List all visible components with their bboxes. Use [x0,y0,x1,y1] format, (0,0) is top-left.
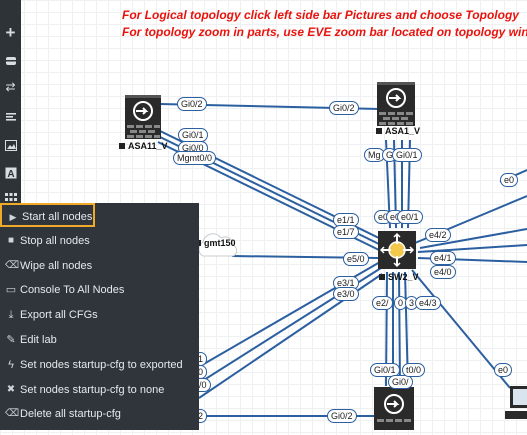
menu-item-label: Delete all startup-cfg [20,408,121,420]
menu-item-label: Wipe all nodes [20,260,93,272]
eraser-icon: ⌫ [5,260,20,271]
firewall-icon [377,82,415,126]
menu-item-label: Console To All Nodes [20,284,125,296]
port-label: e0 [494,363,513,377]
hint-line-2: For topology zoom in parts, use EVE zoom… [122,25,527,39]
node-label: ASA1_V [376,126,420,136]
edit-lab-item[interactable]: ✎ Edit lab [0,328,199,352]
port-label: Gi0/1 [392,148,422,162]
port-label: Gi0/2 [177,97,207,111]
svg-text:A: A [7,169,14,179]
delete-startup-cfg-item[interactable]: ⌫ Delete all startup-cfg [0,402,199,426]
port-label: Gi0/1 [178,128,208,142]
lab-actions-menu: ▶ Start all nodes ■ Stop all nodes ⌫ Wip… [0,203,199,430]
port-label: e1/7 [333,225,359,239]
port-label: Mgmt0/0 [173,151,217,165]
port-label: e2/ [372,296,393,310]
port-label: e0/1 [397,210,423,224]
plus-icon[interactable]: + [5,23,16,42]
start-all-nodes-item[interactable]: ▶ Start all nodes [0,203,95,227]
export-icon: ⤓ [8,309,14,321]
menu-item-label: Export all CFGs [20,309,98,321]
firewall-icon [374,387,414,431]
node-label: ASA11_V [119,141,168,151]
menu-item-label: Edit lab [20,334,57,346]
port-label: e0 [500,173,519,187]
menu-item-label: Set nodes startup-cfg to none [20,384,165,396]
exchange-icon[interactable]: ⇄ [5,80,16,94]
port-label: Gi0/ [388,375,413,389]
firewall-icon [125,95,161,139]
port-label: e3/0 [333,287,359,301]
node-label: gmt150 [195,238,236,248]
hint-line-1: For Logical topology click left side bar… [122,8,519,22]
node-asa1[interactable]: ASA1_V [375,80,423,140]
startup-cfg-none-item[interactable]: ✖ Set nodes startup-cfg to none [0,378,199,402]
topology-hint-banner: For Logical topology click left side bar… [122,7,527,41]
stop-all-nodes-item[interactable]: ■ Stop all nodes [0,229,199,253]
node-label: SW2_V [379,272,419,282]
console-icon: ▭ [5,284,17,296]
align-left-icon[interactable] [0,104,21,128]
node-host[interactable] [505,384,527,424]
node-asa11[interactable]: ASA11_V [122,93,170,153]
console-all-nodes-item[interactable]: ▭ Console To All Nodes [0,278,199,302]
menu-item-label: Stop all nodes [20,235,90,247]
grid-icon[interactable] [0,185,21,209]
wipe-all-nodes-item[interactable]: ⌫ Wipe all nodes [0,254,199,278]
port-label: e4/1 [430,251,456,265]
port-label: Gi0/2 [327,409,357,423]
port-label: t0/0 [402,363,426,377]
stop-icon: ■ [7,235,15,246]
startup-cfg-exported-item[interactable]: ϟ Set nodes startup-cfg to exported [0,353,199,377]
play-icon: ▶ [9,212,17,222]
port-label: e4/3 [415,296,441,310]
computer-icon [505,386,527,419]
menu-item-label: Start all nodes [22,211,93,223]
text-icon[interactable]: A [0,160,21,184]
pencil-icon: ✎ [6,334,16,346]
export-all-cfgs-item[interactable]: ⤓ Export all CFGs [0,303,199,327]
node-cloud[interactable]: gmt150 [195,232,245,266]
port-label: e5/0 [343,252,369,266]
switch-icon [378,231,416,269]
port-label: e4/2 [425,228,451,242]
port-label: e4/0 [430,265,456,279]
bolt-icon: ϟ [8,359,14,371]
x-icon: ✖ [6,384,16,395]
eraser-icon: ⌫ [5,408,20,419]
menu-item-label: Set nodes startup-cfg to exported [20,359,183,371]
node-sw2[interactable]: SW2_V [377,230,423,286]
port-label: Gi0/1 [370,363,400,377]
picture-icon[interactable] [0,132,21,156]
node-bottom-firewall[interactable] [373,385,419,431]
database-icon[interactable] [0,48,21,72]
port-label: Gi0/2 [329,101,359,115]
